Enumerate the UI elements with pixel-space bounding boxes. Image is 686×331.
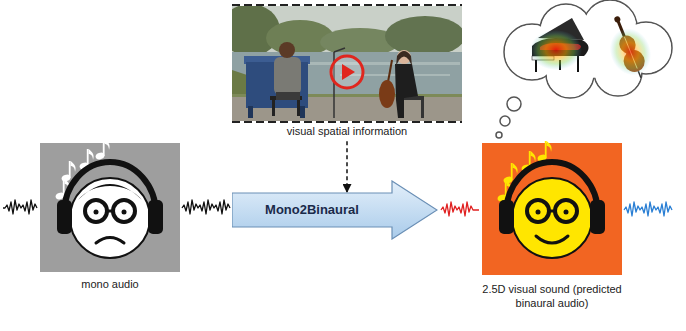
sad-listener-icon [95, 139, 110, 161]
happy-listener-icon [555, 200, 577, 222]
waveform [3, 200, 37, 214]
process-arrow: Mono2Binaural [232, 180, 438, 240]
caption: mono audio [36, 277, 184, 291]
happy-listener-icon [482, 141, 622, 275]
input-icon-box: mono audio [36, 141, 184, 291]
happy-listener-icon [549, 210, 555, 213]
caption: visual spatial information [232, 124, 462, 138]
arrow-outline [232, 181, 437, 239]
thought-bubble [505, 1, 671, 97]
dashed-arrow [346, 141, 348, 192]
video-frame [272, 100, 275, 116]
arrow-label-holder: Mono2Binaural [232, 193, 392, 227]
video-frame [232, 121, 462, 123]
video-frame [395, 64, 418, 118]
happy-listener-icon [536, 236, 568, 243]
video-frame [388, 60, 392, 82]
sad-listener-icon [40, 139, 180, 272]
sad-listener-icon [40, 143, 180, 272]
happy-listener-icon [590, 200, 605, 234]
video-frame [232, 4, 462, 6]
happy-listener-icon [506, 162, 598, 214]
video-frame [300, 62, 460, 65]
output-icon-box: 2.5D visual sound (predicted binaural au… [478, 141, 626, 311]
video-frame [220, 4, 465, 122]
video-frame [334, 48, 345, 52]
video-frame [331, 56, 363, 88]
cello-icon [603, 22, 658, 81]
sad-listener-icon [148, 200, 163, 234]
cello-icon [598, 9, 660, 85]
video-frame [421, 100, 424, 118]
thought-bubble [496, 132, 502, 138]
process-label: Mono2Binaural [265, 202, 359, 219]
sad-listener-icon [94, 210, 99, 215]
video-frame [276, 92, 300, 100]
video-frame [385, 16, 462, 56]
sad-listener-icon [122, 210, 127, 215]
sad-listener-icon [85, 200, 107, 222]
video-frame [342, 64, 355, 80]
thought-bubble [507, 97, 521, 111]
happy-listener-icon [512, 178, 592, 258]
sad-listener-icon [78, 184, 142, 200]
sad-listener-icon [64, 162, 156, 214]
video-frame [396, 51, 412, 66]
sad-listener-icon [96, 238, 124, 244]
video-caption-box: visual spatial information [228, 3, 466, 138]
thought-bubble [500, 116, 510, 126]
caption: 2.5D visual sound (predicted binaural au… [482, 282, 622, 311]
video-frame [300, 106, 305, 118]
video-frame [297, 100, 300, 116]
video-frame [379, 80, 395, 108]
happy-listener-icon [536, 210, 541, 215]
video-frame [248, 106, 253, 118]
happy-listener-icon [564, 210, 569, 215]
thought-bubble [496, 0, 672, 138]
video-frame [274, 57, 301, 95]
happy-listener-icon [499, 200, 514, 234]
waveform [624, 202, 672, 216]
sad-listener-icon [107, 210, 113, 213]
thought-bubble [496, 0, 672, 138]
waveform [182, 200, 230, 214]
piano-icon [530, 30, 582, 70]
cello-icon [613, 15, 621, 23]
sad-listener-icon [70, 178, 150, 258]
happy-listener-icon [482, 143, 622, 275]
happy-listener-icon [527, 200, 549, 222]
sad-listener-icon [113, 200, 135, 222]
video-frame [279, 42, 295, 58]
waveform [441, 202, 479, 216]
video-frame [232, 6, 462, 121]
sad-listener-icon [57, 200, 72, 234]
piano-icon [530, 18, 589, 72]
